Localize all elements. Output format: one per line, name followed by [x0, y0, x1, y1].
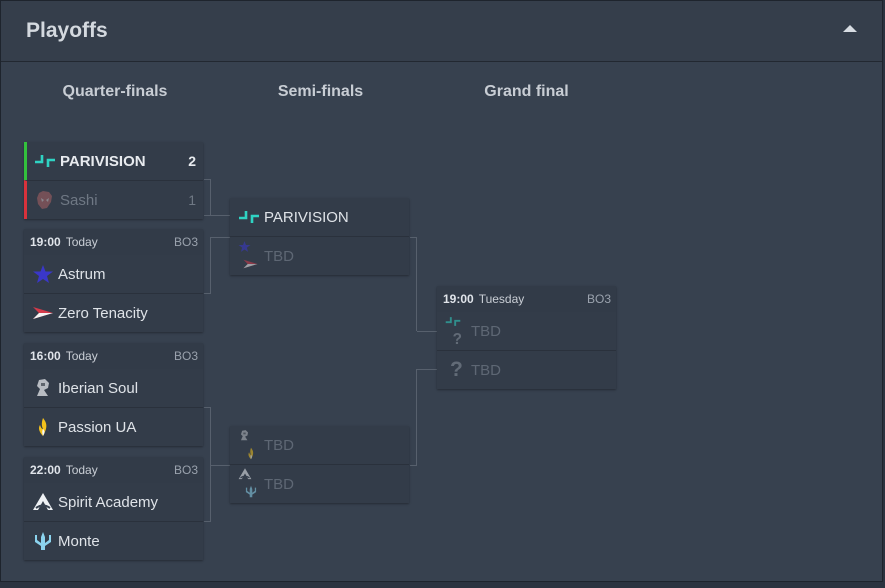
column-quarter-finals: Quarter-finals [62, 83, 168, 100]
team-row[interactable]: TBD [230, 236, 409, 275]
match-time: 19:00 [30, 235, 61, 249]
team-row[interactable]: PARIVISION 2 [24, 142, 203, 180]
panel-title: Playoffs [26, 19, 108, 42]
team-name: Monte [58, 533, 100, 550]
match-header: 19:00 Tuesday BO3 [437, 286, 616, 312]
team-row[interactable]: TBD [230, 464, 409, 503]
team-name: Astrum [58, 266, 106, 283]
column-semi-finals: Semi-finals [277, 83, 364, 100]
team-name: Spirit Academy [58, 494, 159, 511]
spirit-academy-logo-icon [238, 467, 252, 481]
iberian-soul-logo-icon [32, 378, 54, 398]
bracket-connector [416, 237, 417, 331]
team-name: TBD [264, 476, 294, 493]
bracket-connector [204, 407, 211, 408]
match-quarter-final-1[interactable]: PARIVISION 2 Sashi 1 [24, 142, 203, 219]
match-header: 16:00 Today BO3 [24, 343, 203, 369]
parivision-logo-icon [445, 314, 461, 329]
team-row[interactable]: Zero Tenacity [24, 293, 203, 332]
zero-tenacity-logo-icon [32, 303, 54, 323]
team-row[interactable]: Astrum [24, 255, 203, 293]
zero-tenacity-logo-icon [242, 257, 259, 271]
match-format: BO3 [173, 235, 198, 249]
bracket-connector [410, 465, 417, 466]
match-time: 22:00 [30, 463, 61, 477]
team-row[interactable]: Sashi 1 [24, 180, 203, 219]
bracket-connector [210, 407, 211, 465]
passion-ua-logo-icon [244, 446, 258, 461]
match-time: 19:00 [443, 292, 474, 306]
bracket-connector [417, 331, 437, 332]
parivision-logo-icon [238, 207, 260, 227]
match-format: BO3 [586, 292, 611, 306]
team-row[interactable]: TBD [437, 350, 616, 389]
team-name: TBD [471, 323, 501, 340]
iberian-soul-logo-icon [238, 428, 251, 443]
bracket-connector [211, 237, 230, 238]
team-name: Zero Tenacity [58, 305, 148, 322]
bracket-connector [211, 465, 230, 466]
match-grand-final[interactable]: 19:00 Tuesday BO3 TBD TBD [437, 286, 616, 389]
team-name: Iberian Soul [58, 380, 139, 397]
team-score: 2 [188, 153, 196, 169]
spirit-academy-logo-icon [32, 492, 54, 512]
bracket-connector [210, 465, 211, 521]
team-row[interactable]: Passion UA [24, 407, 203, 446]
team-name: TBD [264, 248, 294, 265]
match-header: 19:00 Today BO3 [24, 229, 203, 255]
match-day: Tuesday [478, 292, 525, 306]
team-row[interactable]: TBD [437, 312, 616, 350]
bracket-connector [417, 369, 437, 370]
match-format: BO3 [173, 463, 198, 477]
match-semi-final-1[interactable]: PARIVISION TBD [230, 198, 409, 275]
match-day: Today [65, 235, 98, 249]
question-mark-icon [449, 329, 465, 347]
column-grand-final: Grand final [484, 83, 569, 100]
bracket-connector [416, 369, 417, 465]
team-name: PARIVISION [264, 209, 349, 226]
team-name: TBD [471, 362, 501, 379]
parivision-logo-icon [34, 151, 56, 171]
astrum-logo-icon [238, 240, 251, 253]
question-mark-icon [445, 358, 467, 378]
monte-logo-icon [32, 531, 54, 551]
match-header: 22:00 Today BO3 [24, 457, 203, 483]
passion-ua-logo-icon [32, 417, 54, 437]
collapse-arrow-icon[interactable] [843, 25, 857, 32]
match-time: 16:00 [30, 349, 61, 363]
bracket-connector [204, 215, 230, 216]
panel-header[interactable]: Playoffs [1, 1, 882, 62]
astrum-logo-icon [32, 264, 54, 284]
team-name: Passion UA [58, 419, 137, 436]
bracket-connector [210, 237, 211, 293]
match-format: BO3 [173, 349, 198, 363]
team-name: TBD [264, 437, 294, 454]
match-semi-final-2[interactable]: TBD TBD [230, 426, 409, 503]
match-quarter-final-3[interactable]: 16:00 Today BO3 Iberian Soul Passion UA [24, 343, 203, 446]
bracket-connector [204, 293, 211, 294]
bracket-connector [410, 237, 417, 238]
match-quarter-final-2[interactable]: 19:00 Today BO3 Astrum Zero Tenacity [24, 229, 203, 332]
bracket-connector [210, 179, 211, 215]
team-name: PARIVISION [60, 153, 146, 170]
match-day: Today [65, 349, 98, 363]
team-name: Sashi [60, 192, 98, 209]
match-day: Today [65, 463, 98, 477]
team-row[interactable]: Iberian Soul [24, 369, 203, 407]
team-row[interactable]: Spirit Academy [24, 483, 203, 521]
sashi-logo-icon [34, 190, 56, 210]
monte-logo-icon [244, 484, 258, 499]
bracket-connector [204, 521, 211, 522]
bracket-connector [204, 179, 211, 180]
team-row[interactable]: PARIVISION [230, 198, 409, 236]
team-row[interactable]: Monte [24, 521, 203, 560]
team-row[interactable]: TBD [230, 426, 409, 464]
team-score: 1 [188, 192, 196, 208]
match-quarter-final-4[interactable]: 22:00 Today BO3 Spirit Academy Monte [24, 457, 203, 560]
